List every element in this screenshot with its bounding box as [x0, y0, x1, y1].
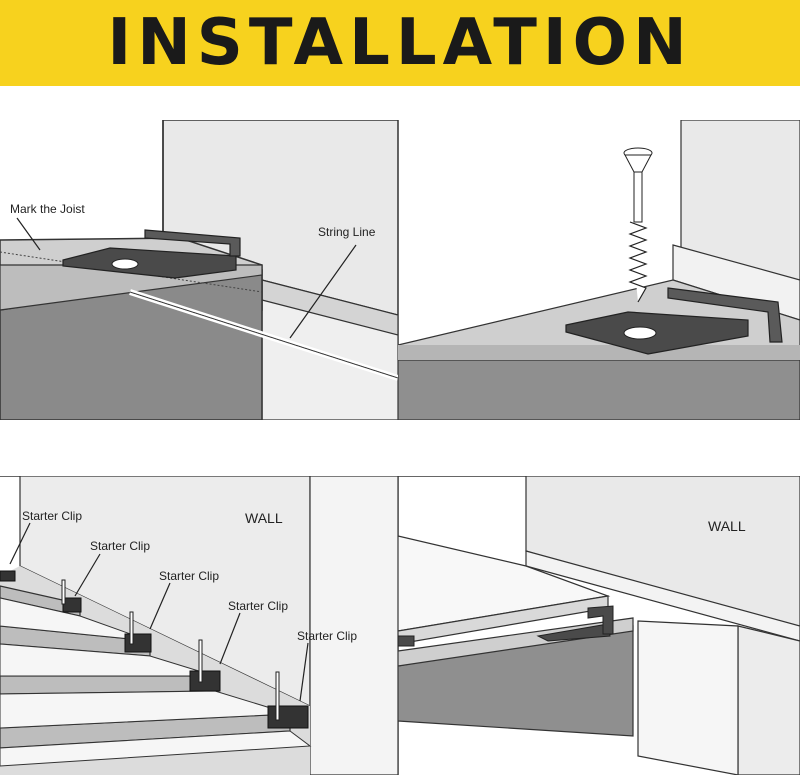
starter-clip	[0, 570, 16, 582]
screw-icon	[275, 671, 280, 721]
starter-clip	[267, 705, 309, 729]
screw-icon	[198, 639, 203, 683]
starter-clip	[62, 597, 82, 613]
screw-icon	[623, 147, 653, 303]
starter-clip	[62, 247, 237, 279]
step4-panel: WALL	[398, 476, 800, 775]
screw-hole	[623, 326, 657, 340]
wall-label: WALL	[708, 518, 746, 534]
screw-icon	[61, 579, 66, 605]
page-title: INSTALLATION	[107, 6, 693, 80]
starter-clip-label-3: Starter Clip	[159, 569, 219, 583]
starter-clip	[189, 670, 221, 692]
starter-clip	[398, 635, 415, 647]
screw-hole	[111, 258, 139, 270]
starter-clip-label-2: Starter Clip	[90, 539, 150, 553]
starter-clip-label-5: Starter Clip	[297, 629, 357, 643]
wall-label: WALL	[245, 510, 283, 526]
starter-clip	[124, 633, 152, 653]
starter-clip	[536, 623, 611, 642]
string-line-label: String Line	[318, 225, 376, 239]
step3-panel: Starter Clip Starter Clip Starter Clip S…	[0, 476, 398, 775]
step1-panel: Mark the Joist String Line	[0, 120, 398, 420]
mark-joist-label: Mark the Joist	[10, 202, 85, 216]
starter-clip	[565, 311, 749, 355]
screw-icon	[129, 611, 134, 645]
title-banner: INSTALLATION	[0, 0, 800, 86]
step2-panel	[398, 120, 800, 420]
starter-clip-label-1: Starter Clip	[22, 509, 82, 523]
starter-clip-label-4: Starter Clip	[228, 599, 288, 613]
